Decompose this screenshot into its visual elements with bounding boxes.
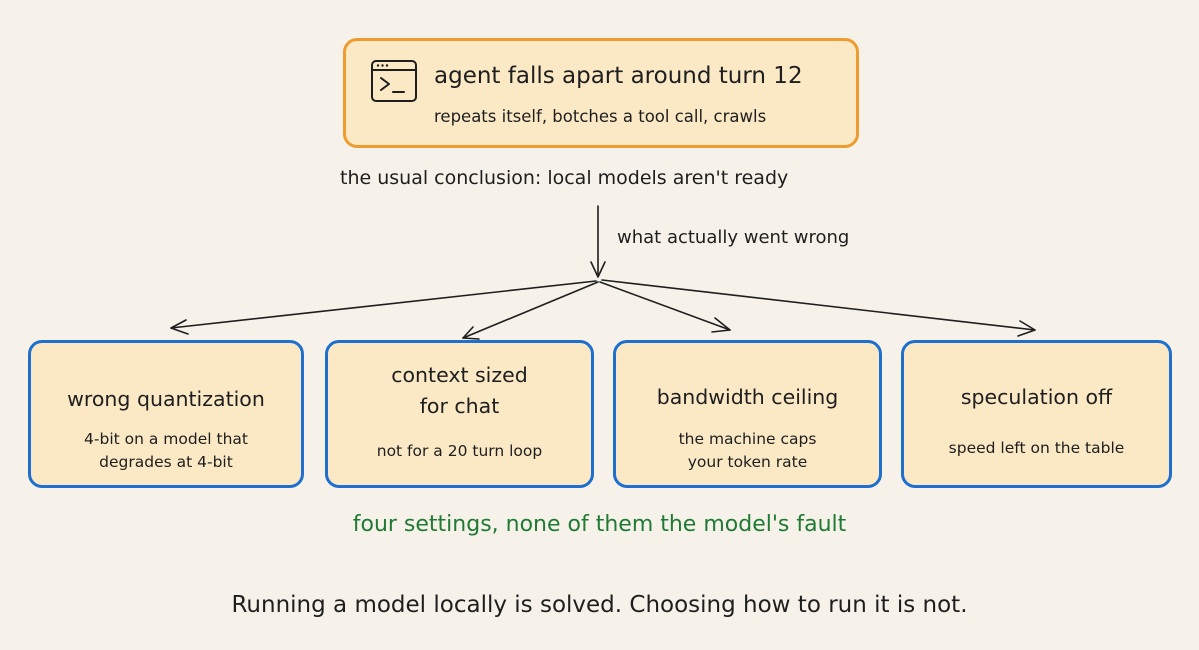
- problem-title: agent falls apart around turn 12: [434, 63, 803, 89]
- main-arrow-head: [590, 261, 606, 278]
- arrow-to-quantization-head: [170, 319, 189, 335]
- box-title: context sized: [391, 363, 528, 387]
- problem-box: agent falls apart around turn 12 repeats…: [343, 38, 859, 148]
- arrow-to-quantization: [170, 280, 597, 329]
- box-wrong-quantization: wrong quantization 4-bit on a model that…: [28, 340, 304, 488]
- box-title: bandwidth ceiling: [656, 385, 839, 409]
- green-caption: four settings, none of them the model's …: [352, 512, 847, 537]
- box-context-sized: context sized for chat not for a 20 turn…: [325, 340, 594, 488]
- box-speculation-off: speculation off speed left on the table: [901, 340, 1172, 488]
- footer-statement: Running a model locally is solved. Choos…: [231, 592, 968, 618]
- box-subtitle: degrades at 4-bit: [99, 453, 233, 471]
- box-title: for chat: [419, 394, 500, 418]
- arrow-to-speculation-head: [1017, 320, 1036, 337]
- arrow-to-context: [462, 281, 599, 339]
- arrow-to-context-head: [462, 326, 480, 340]
- box-subtitle: speed left on the table: [948, 439, 1125, 457]
- box-subtitle: the machine caps: [678, 430, 817, 448]
- box-subtitle: 4-bit on a model that: [84, 430, 248, 448]
- box-title: wrong quantization: [67, 387, 265, 411]
- arrow-label: what actually went wrong: [617, 227, 850, 248]
- arrow-to-speculation: [601, 279, 1036, 331]
- arrow-to-bandwidth: [599, 281, 731, 331]
- arrow-to-bandwidth-head: [711, 317, 731, 333]
- usual-conclusion: the usual conclusion: local models aren'…: [340, 167, 789, 189]
- box-title: speculation off: [960, 385, 1113, 409]
- box-subtitle: your token rate: [687, 453, 808, 471]
- terminal-icon: [371, 60, 417, 102]
- problem-subtitle: repeats itself, botches a tool call, cra…: [434, 107, 767, 126]
- box-subtitle: not for a 20 turn loop: [376, 442, 543, 460]
- box-bandwidth-ceiling: bandwidth ceiling the machine caps your …: [613, 340, 882, 488]
